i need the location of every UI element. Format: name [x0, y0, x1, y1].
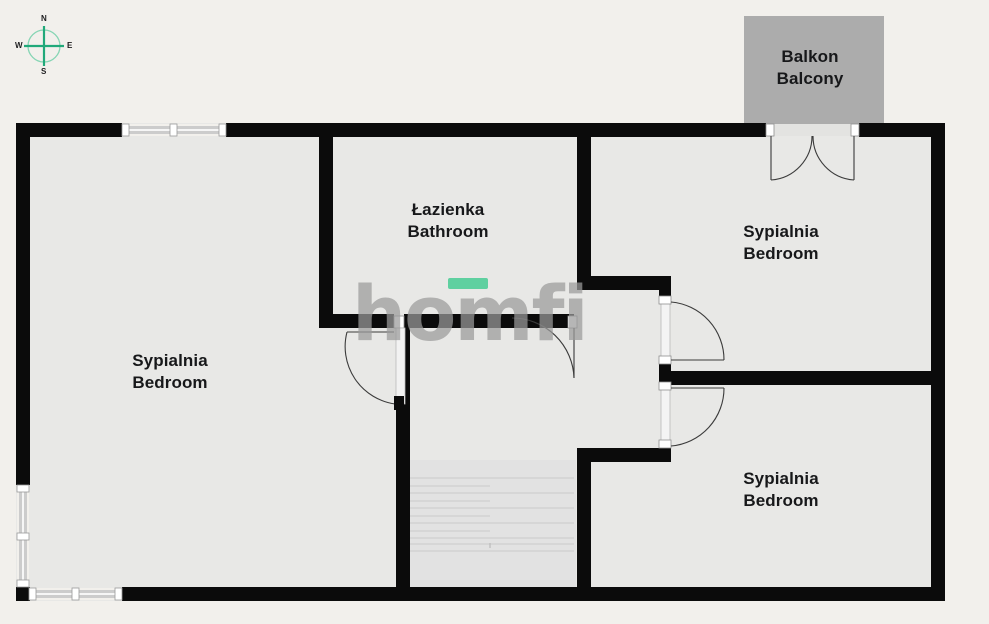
wall-exterior-left-bottom-stub [16, 587, 30, 601]
wall-interior-right-upper [577, 123, 591, 283]
wall-exterior-top-right [859, 123, 945, 137]
compass-label-north: N [41, 14, 47, 23]
compass-label-south: S [41, 67, 47, 76]
balcony-slab [744, 16, 884, 128]
door-balcony-double [765, 123, 860, 181]
floor-bedroom-bottom-right [584, 378, 945, 601]
door-bedroom-top-right [658, 295, 725, 365]
wall-exterior-top-left [16, 123, 122, 137]
wall-exterior-top-mid [226, 123, 766, 137]
compass-rose-icon [24, 26, 64, 66]
window-top-left [121, 123, 227, 137]
window-left-wall [16, 484, 30, 588]
wall-exterior-right [931, 123, 945, 601]
wall-right-bedrooms-divider [659, 371, 945, 385]
walls [16, 123, 945, 601]
floor-bedroom-top-right [584, 123, 945, 378]
wall-interior-left-bedroom [319, 123, 333, 321]
compass-label-west: W [15, 41, 23, 50]
wall-bathroom-bottom-right [404, 314, 574, 328]
wall-interior-right-lower [577, 448, 591, 601]
compass-label-east: E [67, 41, 73, 50]
wall-hall-bottom-right [577, 448, 671, 462]
wall-between-right-doors [659, 358, 671, 385]
door-bedroom-bottom-right [658, 381, 725, 449]
floor-bathroom [326, 123, 584, 321]
wall-hall-jog-right [659, 276, 671, 302]
windows [16, 123, 227, 601]
staircase [404, 460, 576, 601]
wall-exterior-bottom-right [122, 587, 945, 601]
window-bottom-left [28, 587, 123, 601]
wall-hall-jog-top [577, 276, 670, 290]
door-hall-center [511, 315, 578, 379]
door-bathroom [344, 315, 406, 410]
wall-exterior-left-top [16, 123, 30, 485]
floor-bedroom-left [16, 123, 326, 601]
room-floor-fills [16, 123, 945, 601]
doors [344, 123, 860, 449]
wall-bathroom-bottom-left [319, 314, 394, 328]
